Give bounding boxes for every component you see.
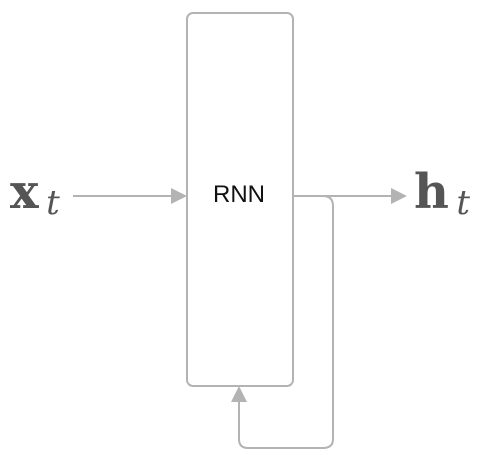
output-variable-symbol: h — [414, 164, 449, 220]
recurrent-loop-edge — [238, 195, 334, 449]
input-variable-subscript: t — [46, 183, 60, 223]
output-variable-subscript: t — [456, 183, 470, 223]
input-variable: x t — [10, 164, 60, 223]
input-variable-symbol: x — [10, 164, 39, 220]
output-arrowhead — [391, 188, 407, 204]
input-arrowhead — [171, 188, 187, 204]
rnn-cell-box — [186, 12, 294, 387]
rnn-cell-label: RNN — [213, 181, 265, 208]
output-variable: h t — [414, 164, 470, 223]
recurrent-loop-arrowhead — [231, 386, 247, 402]
